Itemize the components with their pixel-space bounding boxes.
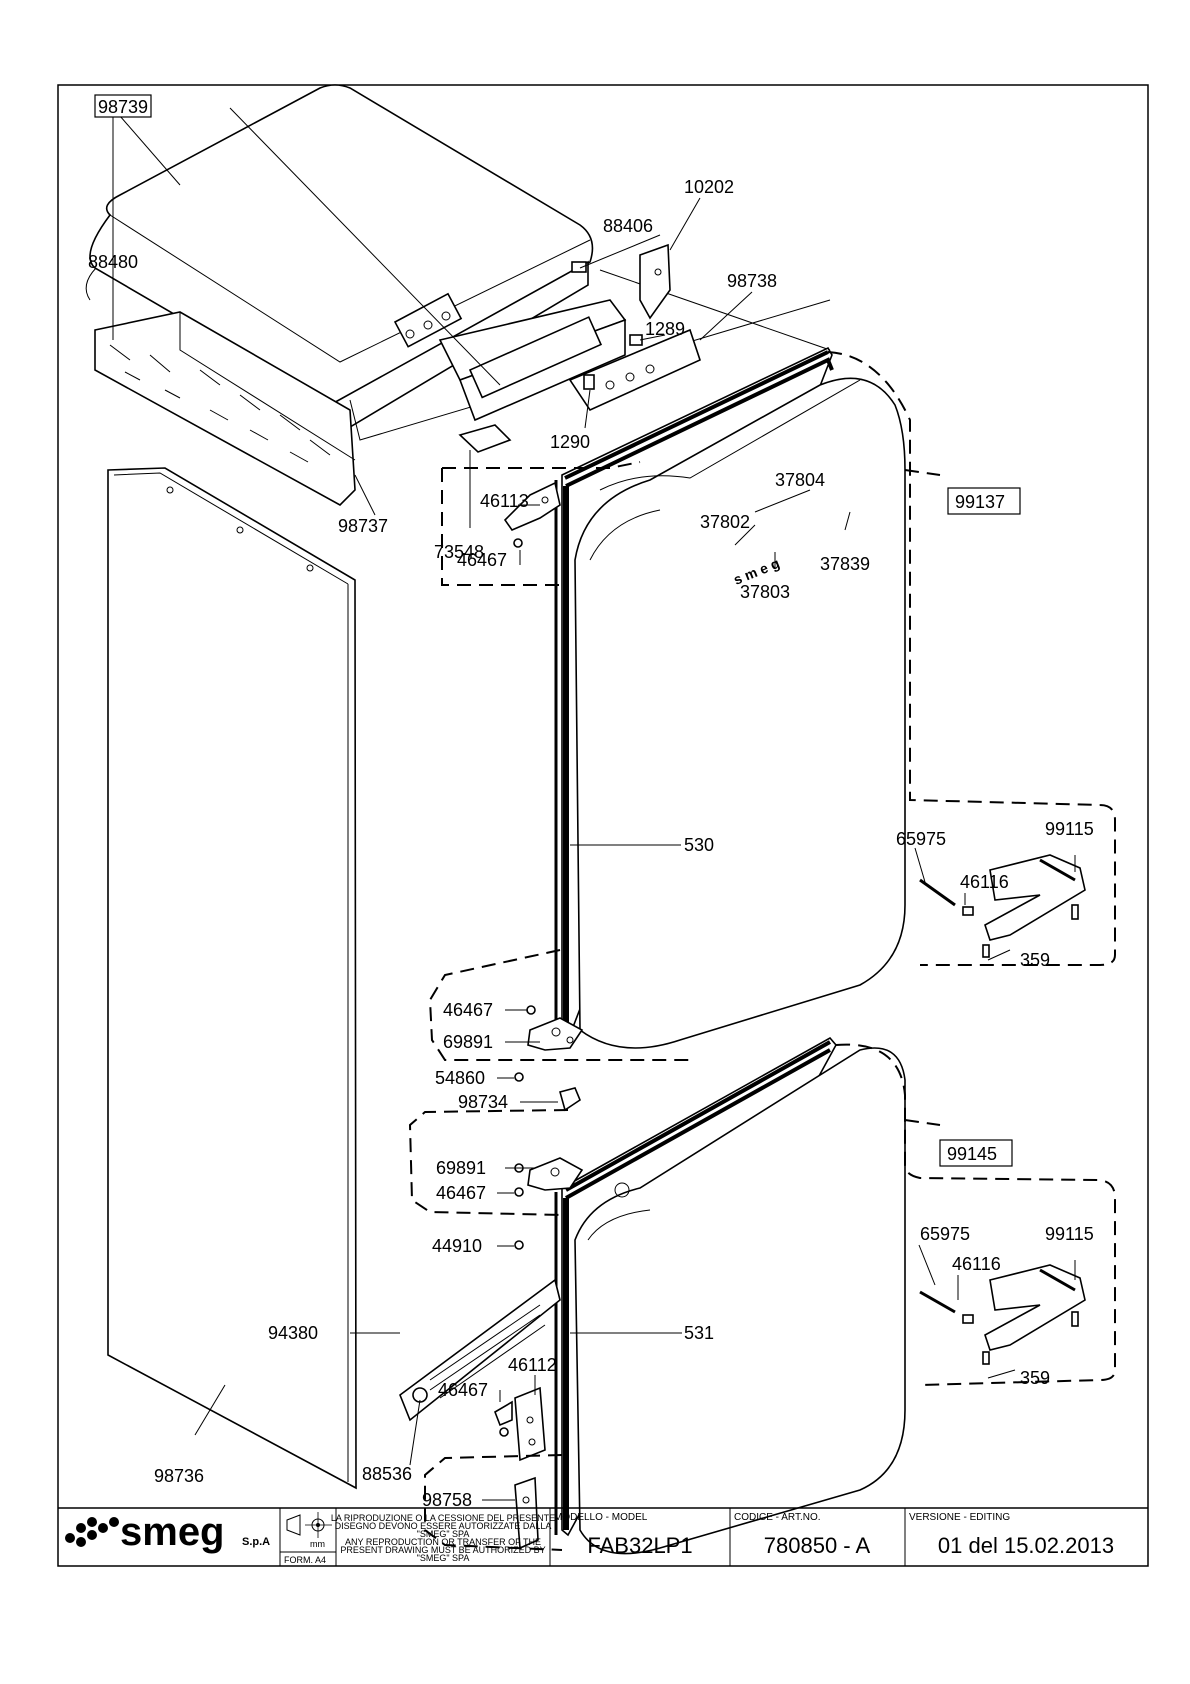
- svg-text:"SMEG" SPA: "SMEG" SPA: [417, 1553, 470, 1563]
- part-label: 46116: [952, 1254, 1001, 1274]
- lower-hinges-and-grille: [399, 1157, 584, 1550]
- projection-symbol: mm: [286, 1512, 332, 1549]
- part-label: 54860: [435, 1068, 485, 1088]
- part-label: 88406: [603, 216, 653, 236]
- part-label: 359: [1020, 950, 1050, 970]
- control-panel-housing: [438, 243, 701, 453]
- model-value: FAB32LP1: [587, 1533, 692, 1558]
- leader-lines: [112, 107, 1076, 1501]
- part-label: 37803: [740, 582, 790, 602]
- part-label: 46467: [443, 1000, 493, 1020]
- svg-text:"SMEG" SPA: "SMEG" SPA: [417, 1529, 470, 1539]
- part-label: 359: [1020, 1368, 1050, 1388]
- part-label: 94380: [268, 1323, 318, 1343]
- label-box-99137: [947, 487, 1021, 515]
- lower-door: [554, 1036, 1086, 1555]
- part-label: 65975: [896, 829, 946, 849]
- group-outlines: [408, 351, 1116, 1551]
- part-label: 99145: [947, 1144, 997, 1164]
- smeg-logo: smeg S.p.A: [65, 1510, 270, 1554]
- part-label: 99115: [1045, 1224, 1094, 1244]
- part-label: 37802: [700, 512, 750, 532]
- reproduction-notice: LA RIPRODUZIONE O LA CESSIONE DEL PRESEN…: [331, 1513, 555, 1563]
- part-label: 98734: [458, 1092, 508, 1112]
- part-label: 99137: [955, 492, 1005, 512]
- part-label: 531: [684, 1323, 714, 1343]
- part-label: 88480: [88, 252, 138, 272]
- part-labels: 98739 88480 10202 88406 98738 1289 1290 …: [88, 94, 1094, 1510]
- part-label: 46467: [436, 1183, 486, 1203]
- part-label: 530: [684, 835, 714, 855]
- drawing-frame: [57, 84, 1149, 1567]
- version-value: 01 del 15.02.2013: [938, 1533, 1114, 1558]
- svg-text:PRESENT DRAWING MUST BE AUTHOR: PRESENT DRAWING MUST BE AUTHORIZED BY: [340, 1545, 545, 1555]
- format-label: FORM. A4: [284, 1555, 326, 1565]
- part-label: 69891: [443, 1032, 493, 1052]
- part-label: 98736: [154, 1466, 204, 1486]
- part-label: 65975: [920, 1224, 970, 1244]
- label-box-99145: [939, 1139, 1013, 1167]
- part-label: 37839: [820, 554, 870, 574]
- upper-door: s m e g: [554, 346, 1086, 1049]
- part-label: 98758: [422, 1490, 472, 1510]
- part-label: 10202: [684, 177, 734, 197]
- version-header: VERSIONE - EDITING: [909, 1512, 1010, 1523]
- part-label: 98737: [338, 516, 388, 536]
- part-label: 44910: [432, 1236, 482, 1256]
- part-label: 99115: [1045, 819, 1094, 839]
- svg-text:DISEGNO DEVONO ESSERE AUTORIZZ: DISEGNO DEVONO ESSERE AUTORIZZATE DALLA: [335, 1521, 552, 1531]
- label-box-98739: [94, 94, 152, 118]
- part-label: 1290: [550, 432, 590, 452]
- svg-text:S.p.A: S.p.A: [242, 1536, 270, 1548]
- part-label: 37804: [775, 470, 825, 490]
- part-label: 46467: [457, 550, 507, 570]
- part-label: 46112: [508, 1355, 557, 1375]
- part-label: 73548: [434, 542, 484, 562]
- part-label: 1289: [645, 319, 685, 339]
- part-label: 98739: [98, 97, 148, 117]
- code-value: 780850 - A: [764, 1533, 871, 1558]
- model-header: MODELLO - MODEL: [554, 1512, 648, 1523]
- part-label: 88536: [362, 1464, 412, 1484]
- title-block: smeg S.p.A mm FORM. A4 LA RIPRODUZIONE O…: [58, 1507, 1148, 1566]
- part-label: 69891: [436, 1158, 486, 1178]
- side-panel: [107, 467, 357, 1490]
- part-label: 46113: [480, 491, 529, 511]
- svg-text:LA RIPRODUZIONE O LA CESSIONE: LA RIPRODUZIONE O LA CESSIONE DEL PRESEN…: [331, 1513, 555, 1523]
- code-header: CODICE - ART.NO.: [734, 1512, 821, 1523]
- part-label: 46467: [438, 1380, 488, 1400]
- upper-hinges: [503, 481, 584, 1112]
- svg-text:ANY REPRODUCTION OR TRANSFER O: ANY REPRODUCTION OR TRANSFER OF THE: [345, 1537, 541, 1547]
- svg-text:smeg: smeg: [120, 1510, 225, 1554]
- part-label: 46116: [960, 872, 1009, 892]
- svg-text:mm: mm: [310, 1539, 325, 1549]
- part-label: 98738: [727, 271, 777, 291]
